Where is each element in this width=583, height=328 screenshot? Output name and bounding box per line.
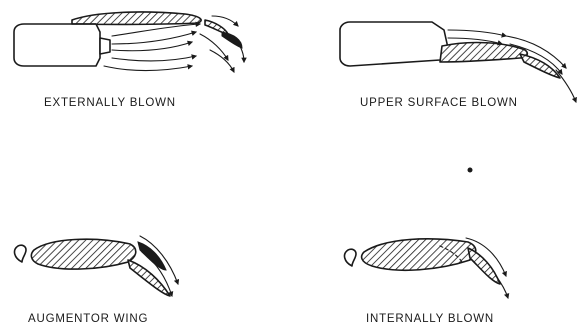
augmentor-wing-caption: AUGMENTOR WING (28, 313, 148, 325)
externally-blown-engine-nacelle (14, 24, 100, 66)
internally-blown-wing (362, 239, 476, 270)
internally-blown-flap (468, 248, 500, 284)
internally-blown-caption: INTERNALLY BLOWN (366, 313, 494, 325)
internally-blown-panel: INTERNALLY BLOWN (345, 238, 508, 325)
upper-surface-blown-caption: UPPER SURFACE BLOWN (360, 97, 518, 109)
upper-surface-blown-flap (520, 54, 560, 78)
augmentor-wing-flap-upper (138, 242, 166, 270)
externally-blown-flap-1 (205, 20, 228, 34)
externally-blown-panel: EXTERNALLY BLOWN (14, 12, 244, 109)
upper-surface-blown-engine-nacelle (340, 22, 448, 66)
upper-surface-blown-exhaust-flow (448, 30, 576, 102)
augmentor-wing-panel: AUGMENTOR WING (15, 236, 178, 325)
ink-speck (468, 168, 473, 173)
upper-surface-blown-panel: UPPER SURFACE BLOWN (340, 22, 576, 109)
externally-blown-caption: EXTERNALLY BLOWN (44, 97, 176, 109)
internally-blown-slat (345, 249, 356, 266)
augmentor-wing-main (31, 239, 135, 269)
augmentor-wing-slat (15, 245, 26, 262)
externally-blown-nozzle (100, 38, 110, 54)
externally-blown-wing (72, 12, 201, 24)
